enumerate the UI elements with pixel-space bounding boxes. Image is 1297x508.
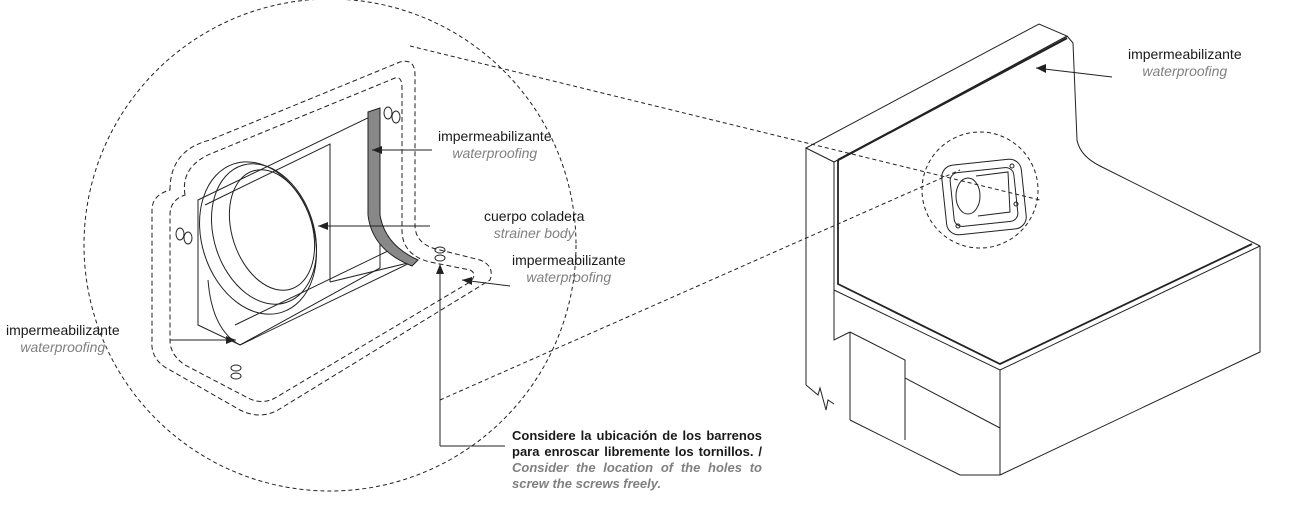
screw-hole-icon [175,106,446,380]
label-strainer-body: cuerpo coladera strainer body [484,208,585,241]
label-wall-waterproofing: impermeabilizante waterproofing [1128,46,1242,79]
enlarged-detail [83,0,1041,492]
label-membrane-waterproofing: impermeabilizante waterproofing [438,128,552,161]
label-floor-waterproofing: impermeabilizante waterproofing [6,322,120,355]
wall-slab-isometric [804,23,1261,476]
label-flange-waterproofing: impermeabilizante waterproofing [512,252,626,285]
installation-note: Considere la ubicación de los barrenos p… [512,428,762,491]
detail-marker-small [921,131,1039,249]
